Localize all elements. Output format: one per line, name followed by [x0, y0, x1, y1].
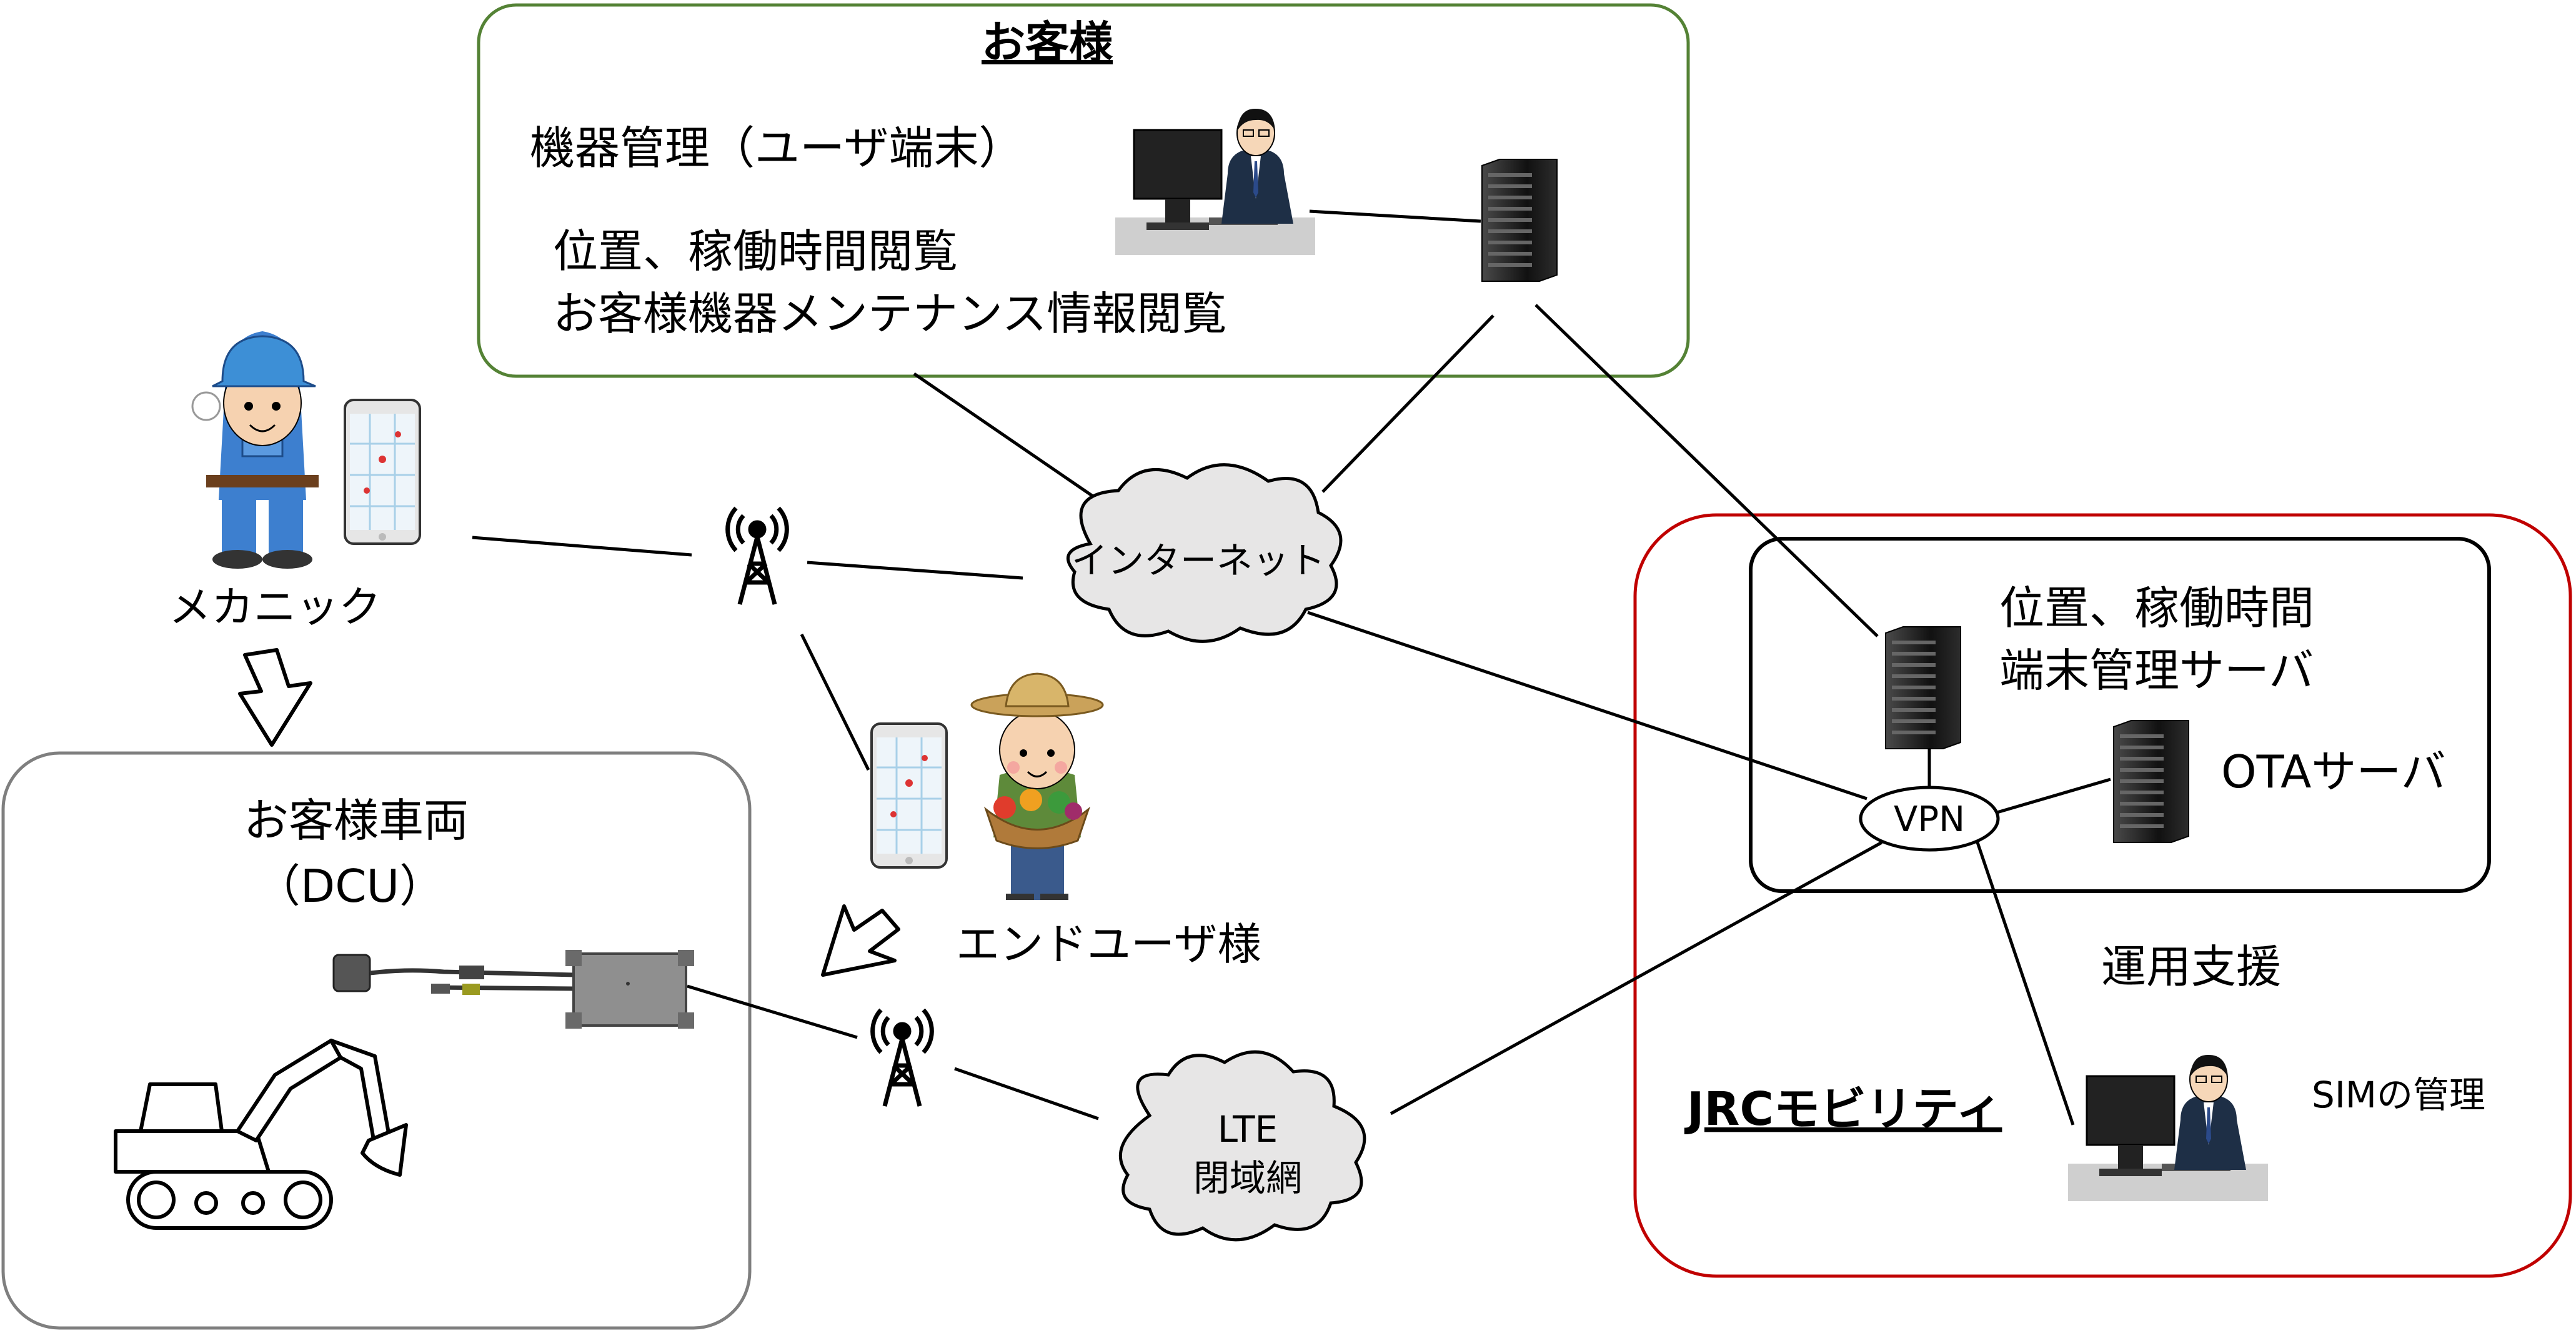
enduser-icon	[970, 672, 1104, 900]
connection-lines	[472, 209, 2111, 1126]
server-label-line1: 位置、稼働時間	[1999, 582, 2314, 634]
lte-cloud	[1118, 1050, 1366, 1242]
excavator-icon	[114, 1039, 408, 1230]
customer-title: お客様	[982, 17, 1113, 68]
internet-tower-icon	[728, 508, 787, 604]
equipment-mgmt-label: 機器管理（ユーザ端末）	[530, 122, 1024, 174]
jrc-region-box	[1633, 513, 2572, 1278]
customer-region-box	[477, 3, 1690, 378]
enduser-phone-icon	[870, 722, 948, 869]
customer-server-icon	[1481, 159, 1558, 282]
vehicle-region-box	[1, 751, 752, 1330]
operation-support-label: 運用支援	[2101, 941, 2281, 993]
mechanic-to-vehicle-arrow	[238, 648, 312, 747]
enduser-label: エンドユーザ様	[956, 919, 1261, 970]
internet-label: インターネット	[1072, 539, 1325, 582]
view-info-line1: 位置、稼働時間閲覧	[553, 225, 958, 277]
mechanic-icon	[191, 331, 319, 569]
mechanic-phone-icon	[344, 399, 421, 545]
lte-label-line1: LTE	[1218, 1108, 1278, 1151]
jrc-operator-icon	[2067, 1054, 2269, 1202]
lte-tower-icon	[873, 1010, 932, 1106]
mechanic-label: メカニック	[169, 583, 381, 632]
vehicle-title-line2: （DCU）	[256, 860, 444, 912]
dcu-device-icon	[332, 950, 694, 1029]
vehicle-title-line1: お客様車両	[244, 794, 469, 847]
customer-operator-icon	[1114, 107, 1316, 256]
sim-mgmt-label: SIMの管理	[2312, 1074, 2485, 1116]
internet-cloud	[1067, 463, 1343, 643]
server-label-line2: 端末管理サーバ	[1999, 644, 2314, 697]
position-mgmt-server-icon	[1885, 626, 1961, 749]
vpn-label: VPN	[1894, 799, 1965, 840]
vpn-node	[1859, 786, 2000, 852]
ota-server-icon	[2113, 720, 2189, 843]
jrc-name: JRCモビリティ	[1684, 1082, 2002, 1136]
enduser-to-vehicle-arrow	[821, 904, 900, 977]
ota-server-label: OTAサーバ	[2221, 746, 2446, 798]
view-info-line2: お客様機器メンテナンス情報閲覧	[553, 287, 1227, 340]
lte-label-line2: 閉域網	[1193, 1157, 1302, 1199]
